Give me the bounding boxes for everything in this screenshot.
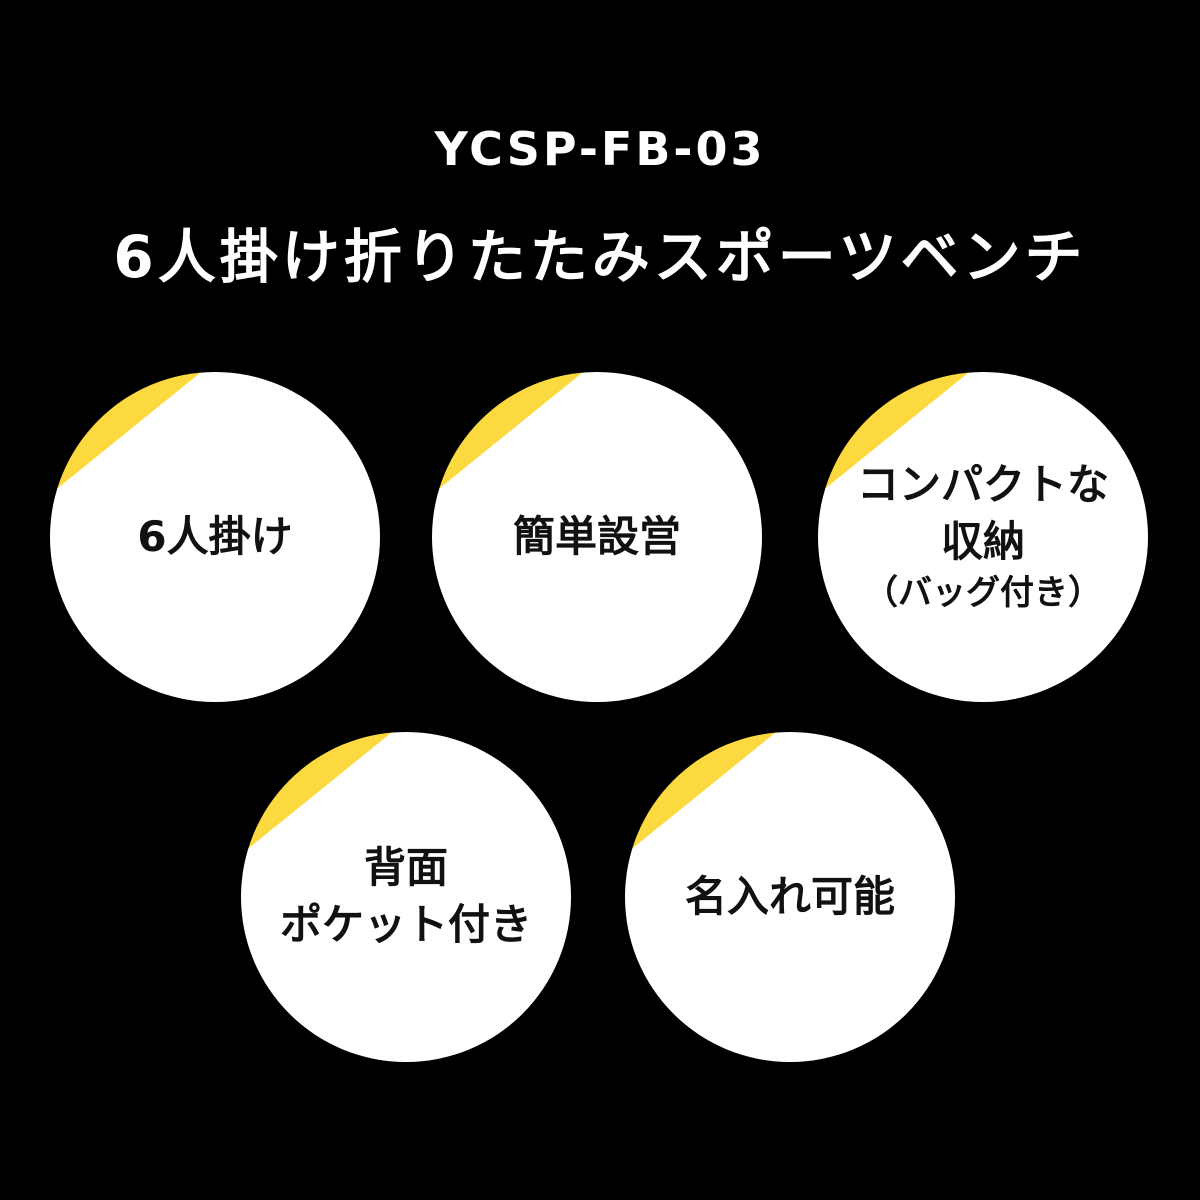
model-number: YCSP-FB-03 <box>434 122 766 176</box>
feature-label: 背面 <box>363 843 448 893</box>
feature-badge-name-printing: 名入れ可能 <box>625 732 955 1062</box>
feature-label: コンパクトな <box>856 460 1109 510</box>
feature-badge-easy-setup: 簡単設営 <box>432 372 762 702</box>
feature-note: （バッグ付き） <box>864 572 1102 613</box>
feature-label: ポケット付き <box>279 900 532 949</box>
feature-badge-six-seats: 6人掛け <box>50 372 380 702</box>
feature-label: 簡単設営 <box>512 511 681 561</box>
feature-label: 名入れ可能 <box>684 871 895 921</box>
feature-badge-compact-storage: コンパクトな 収納 （バッグ付き） <box>818 372 1148 702</box>
product-title: 6人掛け折りたたみスポーツベンチ <box>113 223 1087 291</box>
feature-label: 収納 <box>940 517 1025 567</box>
feature-badge-back-pocket: 背面 ポケット付き <box>241 732 571 1062</box>
feature-label: 6人掛け <box>137 511 293 561</box>
